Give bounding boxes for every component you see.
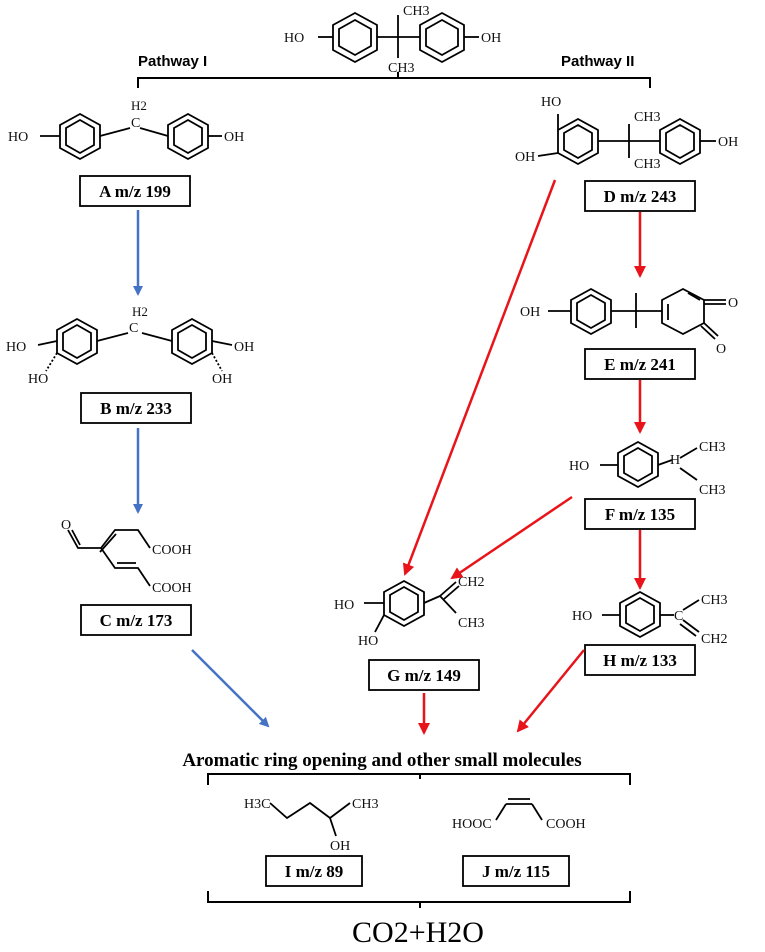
pathway-i-arrows [133, 210, 270, 728]
compound-g-box: G m/z 149 [368, 659, 480, 691]
compound-i-structure: H3C CH3 OH [244, 797, 378, 854]
c-cooh-2: COOH [152, 581, 192, 596]
compound-d-label: D m/z 243 [604, 187, 677, 206]
a-oh-right: OH [224, 130, 244, 145]
compound-i-box: I m/z 89 [265, 855, 363, 887]
compound-e-label: E m/z 241 [604, 355, 676, 374]
arrow-f-to-g [450, 495, 573, 580]
compound-h-structure: HO C CH3 CH2 [572, 590, 727, 647]
compound-f-box: F m/z 135 [584, 498, 696, 530]
e-oh: OH [520, 305, 540, 320]
a-bridge-c: C [131, 116, 140, 131]
h-ch3: CH3 [701, 593, 727, 608]
b-oh-left: HO [6, 340, 26, 355]
compound-a-box: A m/z 199 [79, 175, 191, 207]
f-h: H [670, 453, 680, 468]
arrow-d-to-g [402, 179, 557, 576]
compound-g-structure: HO HO CH2 CH3 [334, 575, 484, 649]
a-oh-left: HO [8, 130, 28, 145]
arrow-c-to-ring-opening [191, 649, 270, 728]
compound-j-label: J m/z 115 [482, 862, 550, 881]
f-methyl-2: CH3 [699, 483, 725, 498]
a-bridge-h: H2 [131, 98, 147, 113]
bpa-oh-right: OH [481, 31, 501, 46]
ring-opening-heading: Aromatic ring opening and other small mo… [182, 750, 581, 771]
c-aldehyde-o: O [61, 518, 71, 533]
bpa-oh-left: HO [284, 31, 304, 46]
i-oh: OH [330, 839, 350, 854]
d-oh-top: HO [541, 95, 561, 110]
c-cooh-1: COOH [152, 543, 192, 558]
bpa-methyl-bottom: CH3 [388, 61, 414, 76]
b-bridge-h: H2 [132, 304, 148, 319]
compound-f-structure: HO H CH3 CH3 [569, 440, 725, 498]
b-oh-right-2: OH [212, 372, 232, 387]
g-ch2: CH2 [458, 575, 484, 590]
bottom-brace [207, 891, 631, 908]
f-oh: HO [569, 459, 589, 474]
g-oh-1: HO [334, 598, 354, 613]
compound-d-box: D m/z 243 [584, 180, 696, 212]
compound-d-structure: HO OH OH CH3 CH3 [515, 95, 738, 172]
f-methyl-1: CH3 [699, 440, 725, 455]
h-ch2: CH2 [701, 632, 727, 647]
compound-a-structure: C H2 HO OH [8, 98, 244, 161]
g-oh-2: HO [358, 634, 378, 649]
h-oh: HO [572, 609, 592, 624]
arrow-h-to-ring-opening [516, 649, 585, 733]
pathway-ii-arrows [402, 179, 646, 735]
h-c: C [674, 609, 683, 624]
b-bridge-c: C [129, 321, 138, 336]
compound-j-box: J m/z 115 [462, 855, 570, 887]
i-ch3: CH3 [352, 797, 378, 812]
compound-e-box: E m/z 241 [584, 348, 696, 380]
d-oh-right: OH [718, 135, 738, 150]
d-methyl-bottom: CH3 [634, 157, 660, 172]
e-ketone-o-1: O [728, 296, 738, 311]
d-oh-left: OH [515, 150, 535, 165]
g-ch3: CH3 [458, 616, 484, 631]
compound-c-label: C m/z 173 [100, 611, 173, 630]
pathway-ii-label: Pathway II [561, 53, 634, 70]
compound-b-label: B m/z 233 [100, 399, 172, 418]
final-products: CO2+H2O [352, 916, 484, 949]
compound-j-structure: HOOC COOH [452, 798, 586, 832]
middle-brace [207, 773, 631, 785]
b-oh-right: OH [234, 340, 254, 355]
d-methyl-top: CH3 [634, 110, 660, 125]
compound-c-box: C m/z 173 [80, 604, 192, 636]
bisphenol-a-structure: HO OH CH3 CH3 [284, 4, 501, 76]
j-cooh: COOH [546, 817, 586, 832]
compound-i-label: I m/z 89 [285, 862, 344, 881]
top-brace [137, 72, 651, 88]
compound-f-label: F m/z 135 [605, 505, 675, 524]
compound-a-label: A m/z 199 [99, 182, 171, 201]
b-oh-left-2: HO [28, 372, 48, 387]
compound-b-box: B m/z 233 [80, 392, 192, 424]
compound-e-structure: OH O O [520, 287, 738, 357]
compound-b-structure: C H2 HO HO OH OH [6, 304, 254, 387]
compound-c-structure: O COOH COOH [61, 518, 192, 596]
bpa-methyl-top: CH3 [403, 4, 429, 19]
compound-h-box: H m/z 133 [584, 644, 696, 676]
e-ketone-o-2: O [716, 342, 726, 357]
j-hooc: HOOC [452, 817, 492, 832]
compound-g-label: G m/z 149 [387, 666, 461, 685]
compound-h-label: H m/z 133 [603, 651, 677, 670]
i-h3c: H3C [244, 797, 270, 812]
pathway-i-label: Pathway I [138, 53, 207, 70]
